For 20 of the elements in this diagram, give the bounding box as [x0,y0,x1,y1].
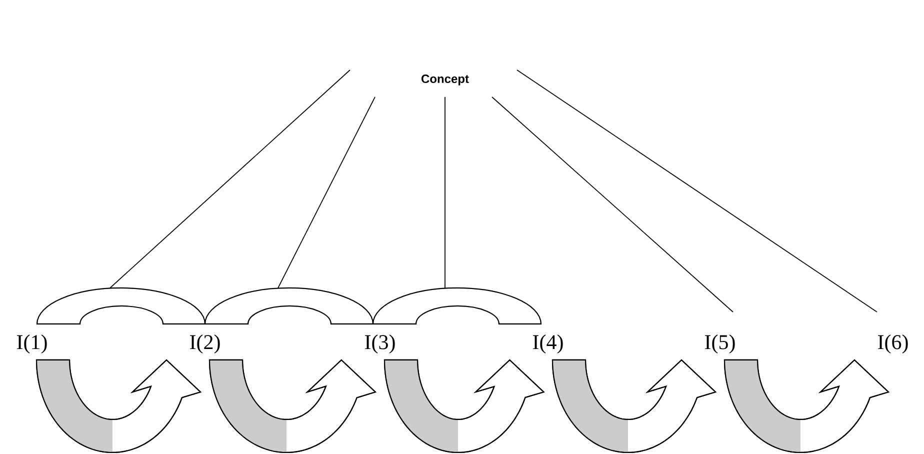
node-label: I(2) [190,334,220,354]
curved-block-arrow [36,359,202,454]
arch-shape [204,287,374,325]
curved-block-arrow [384,359,545,454]
node-label: I(4) [533,334,563,354]
node-label: I(1) [17,334,47,354]
curved-block-arrow [724,359,890,454]
connector-line [516,70,878,312]
arch-shape [372,287,542,325]
connector-line [492,96,734,312]
curved-block-arrow [552,359,717,454]
connector-line [444,96,446,288]
arch-shape [36,287,206,325]
connector-line [110,70,350,288]
curved-block-arrow [208,359,376,454]
node-label: I(6) [878,334,908,354]
node-label: I(5) [705,334,735,354]
node-label: I(3) [365,334,395,354]
connector-line [278,96,376,288]
title-text: Concept [422,74,469,86]
